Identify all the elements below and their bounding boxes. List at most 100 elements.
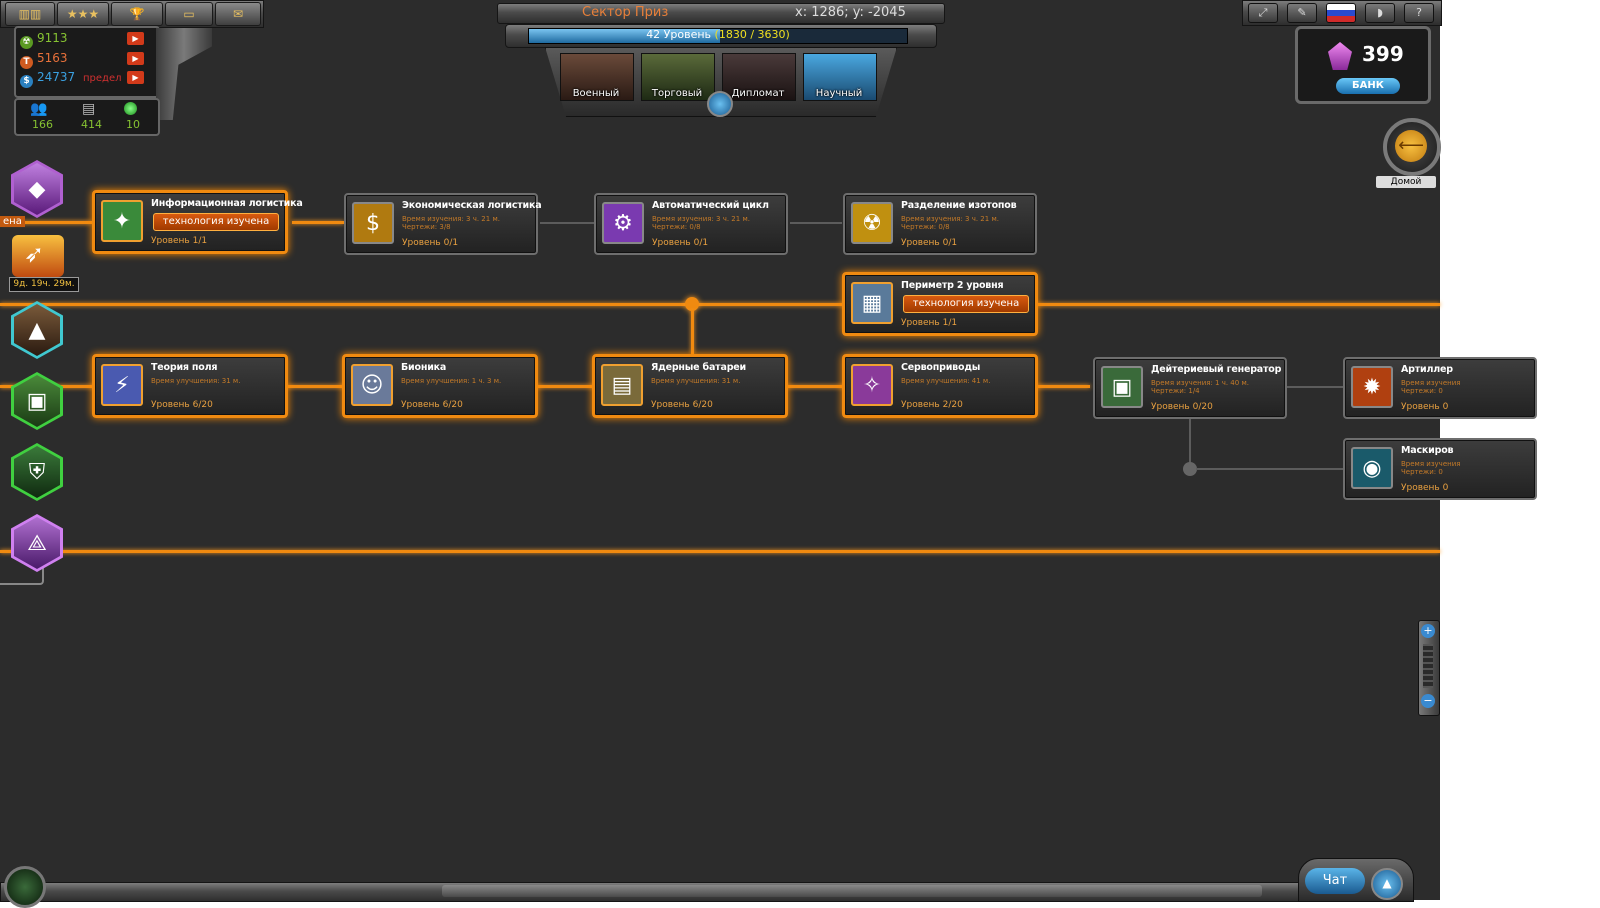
tech-card-artillery[interactable]: ✹ Артиллер Время изучения Чертежи: 0 Уро… xyxy=(1343,357,1537,419)
tech-level: Уровень 0/1 xyxy=(652,238,709,248)
level-xp: (1830 / 3630) xyxy=(714,28,790,41)
tech-time: Время изучения xyxy=(1401,460,1461,468)
fullscreen-icon[interactable]: ⤢ xyxy=(1248,3,1278,23)
advisor-toggle-button[interactable] xyxy=(707,91,733,117)
crystals-value: 399 xyxy=(1362,42,1404,66)
tech-level: Уровень 6/20 xyxy=(651,400,713,410)
tech-title: Автоматический цикл xyxy=(652,200,769,211)
tech-card-masking[interactable]: ◉ Маскиров Время изучения Чертежи: 0 Уро… xyxy=(1343,438,1537,500)
stars-icon[interactable]: ★★★ xyxy=(57,2,109,26)
advisor-diplomat[interactable] xyxy=(722,53,796,101)
zoom-slider[interactable] xyxy=(1423,644,1433,688)
artillery-icon: ✹ xyxy=(1351,366,1393,408)
tree-line xyxy=(292,221,344,224)
tech-blueprints: Чертежи: 0/8 xyxy=(901,223,950,231)
advisor-military-label: Военный xyxy=(572,88,620,99)
tech-card-bionics[interactable]: ☺ Бионика Время улучшения: 1 ч. 3 м. Уро… xyxy=(342,354,538,418)
population-value: 166 xyxy=(32,118,53,131)
titanium-icon: T xyxy=(20,56,33,69)
sound-icon[interactable]: ◗ xyxy=(1365,3,1395,23)
tech-card-nuclear-batteries[interactable]: ▤ Ядерные батареи Время улучшения: 31 м.… xyxy=(592,354,788,418)
tech-card-isotopes[interactable]: ☢ Разделение изотопов Время изучения: 3 … xyxy=(843,193,1037,255)
ticket-icon[interactable]: ▭ xyxy=(165,2,213,26)
tech-studied-badge: технология изучена xyxy=(153,213,279,231)
tech-title: Информационная логистика xyxy=(151,198,303,209)
crystal-category-icon: ◆ xyxy=(14,163,60,215)
tech-blueprints: Чертежи: 0/8 xyxy=(652,223,701,231)
tech-level: Уровень 2/20 xyxy=(901,400,963,410)
lightning-icon: ⚡ xyxy=(101,364,143,406)
tech-time: Время изучения: 1 ч. 40 м. xyxy=(1151,379,1249,387)
tech-title: Экономическая логистика xyxy=(402,200,542,211)
tree-node xyxy=(685,297,699,311)
green-orbs-value: 10 xyxy=(126,118,140,131)
bank-button[interactable]: БАНК xyxy=(1336,78,1400,94)
tech-title: Разделение изотопов xyxy=(901,200,1017,211)
chat-expand-up-icon[interactable]: ▲ xyxy=(1371,868,1403,900)
tech-level: Уровень 6/20 xyxy=(151,400,213,410)
mail-icon[interactable]: ✉ xyxy=(215,2,261,26)
tech-level: Уровень 0 xyxy=(1401,483,1449,493)
bionics-icon: ☺ xyxy=(351,364,393,406)
tech-title: Дейтериевый генератор xyxy=(1151,364,1282,375)
tree-line xyxy=(1196,468,1346,470)
masking-icon: ◉ xyxy=(1351,447,1393,489)
tree-line xyxy=(0,550,1440,553)
resource-radiation: ☢ 9113 ▶ xyxy=(20,30,148,49)
dollar-icon: $ xyxy=(352,202,394,244)
radiation-icon: ☢ xyxy=(20,36,33,49)
tech-card-econ-logistics[interactable]: $ Экономическая логистика Время изучения… xyxy=(344,193,542,255)
buy-titanium-button[interactable]: ▶ xyxy=(127,52,144,65)
tech-level: Уровень 0/1 xyxy=(901,238,958,248)
tech-time: Время улучшения: 31 м. xyxy=(651,377,741,385)
buy-credits-button[interactable]: ▶ xyxy=(127,71,144,84)
tech-card-auto-cycle[interactable]: ⚙ Автоматический цикл Время изучения: 3 … xyxy=(594,193,788,255)
buy-radiation-button[interactable]: ▶ xyxy=(127,32,144,45)
research-in-progress[interactable] xyxy=(12,235,64,277)
language-flag-icon[interactable] xyxy=(1326,3,1356,23)
tech-title: Периметр 2 уровня xyxy=(901,280,1004,291)
tech-time: Время изучения: 3 ч. 21 м. xyxy=(402,215,500,223)
ratings-icon[interactable]: ▥▥ xyxy=(5,2,55,26)
tech-card-deuterium-gen[interactable]: ▣ Дейтериевый генератор Время изучения: … xyxy=(1093,357,1287,419)
radiation-value: 9113 xyxy=(37,31,68,45)
zoom-in-button[interactable]: + xyxy=(1421,624,1435,638)
tech-title: Ядерные батареи xyxy=(651,362,746,373)
tech-card-servo-drives[interactable]: ✧ Сервоприводы Время улучшения: 41 м. Ур… xyxy=(842,354,1038,418)
clock-icon[interactable] xyxy=(4,866,46,908)
tech-time: Время изучения: 3 ч. 21 м. xyxy=(652,215,750,223)
sector-name[interactable]: Сектор Приз xyxy=(582,5,669,20)
robot-icon: ▤ xyxy=(82,101,96,117)
home-label: Домой xyxy=(1376,176,1436,188)
tech-level: Уровень 0/20 xyxy=(1151,402,1213,412)
help-icon[interactable]: ? xyxy=(1404,3,1434,23)
tech-time: Время улучшения: 41 м. xyxy=(901,377,991,385)
coordinates: x: 1286; y: -2045 xyxy=(795,5,906,20)
tech-blueprints: Чертежи: 1/4 xyxy=(1151,387,1200,395)
partial-category-label: ена xyxy=(0,216,25,227)
robots-value: 414 xyxy=(81,118,102,131)
tree-line xyxy=(0,221,92,224)
chat-button[interactable]: Чат xyxy=(1305,868,1365,894)
tech-card-perimeter-2[interactable]: ▦ Периметр 2 уровня технология изучена У… xyxy=(842,272,1038,336)
tech-blueprints: Чертежи: 0 xyxy=(1401,387,1443,395)
tech-time: Время улучшения: 1 ч. 3 м. xyxy=(401,377,502,385)
credits-limit-note: предел xyxy=(83,73,122,84)
info-logistics-icon: ✦ xyxy=(101,200,143,242)
tree-line xyxy=(790,222,842,224)
advisor-science-label: Научный xyxy=(815,88,863,99)
bottom-scroll-thumb[interactable] xyxy=(442,885,1262,897)
advisor-trade[interactable] xyxy=(641,53,715,101)
trophy-icon[interactable]: 🏆 xyxy=(111,2,163,26)
tree-node xyxy=(1183,462,1197,476)
settings-wrench-icon[interactable]: ✎ xyxy=(1287,3,1317,23)
tech-card-field-theory[interactable]: ⚡ Теория поля Время улучшения: 31 м. Уро… xyxy=(92,354,288,418)
advisor-military[interactable] xyxy=(560,53,634,101)
advisor-science[interactable] xyxy=(803,53,877,101)
zoom-out-button[interactable]: − xyxy=(1421,694,1435,708)
tech-level: Уровень 1/1 xyxy=(901,318,958,328)
tech-card-info-logistics[interactable]: ✦ Информационная логистика технология из… xyxy=(92,190,303,254)
tech-title: Артиллер xyxy=(1401,364,1453,375)
